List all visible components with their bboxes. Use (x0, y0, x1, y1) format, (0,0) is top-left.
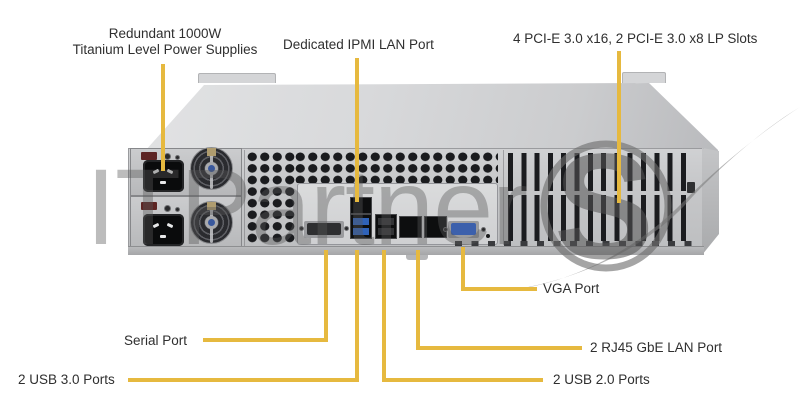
label-ipmi: Dedicated IPMI LAN Port (283, 37, 434, 52)
label-lan: 2 RJ45 GbE LAN Port (590, 340, 723, 355)
psu-screw (164, 205, 171, 212)
panel-seam (503, 150, 504, 245)
inlet-pin (160, 235, 166, 238)
psu-warning-label (141, 202, 157, 210)
vent-grid-top (294, 151, 498, 183)
callout-usb3-line-h (128, 378, 359, 382)
vga-port-pins (451, 223, 476, 235)
label-psu: Redundant 1000W Titanium Level Power Sup… (55, 26, 275, 57)
fan-sticker (207, 148, 216, 156)
callout-serial-line-v (324, 250, 328, 342)
chassis-top-cover (145, 83, 718, 153)
vga-screw-left (443, 227, 448, 232)
fan-hub-sticker (208, 165, 215, 172)
callout-pcie-line (617, 51, 621, 203)
label-vga: VGA Port (543, 281, 600, 296)
psu-warning-label (141, 152, 157, 160)
callout-lan-line-h (416, 346, 582, 350)
callout-psu-line (161, 64, 165, 171)
panel-seam (244, 150, 245, 246)
serial-screw-right (344, 226, 349, 231)
label-psu-line1: Redundant 1000W (108, 26, 222, 41)
psu-screw (175, 155, 180, 160)
label-usb3: 2 USB 3.0 Ports (18, 372, 115, 387)
pcie-slot-row-bottom (508, 195, 694, 241)
watermark-text: ITPartner (86, 146, 528, 267)
fan-hub-sticker (208, 219, 215, 226)
fan-sticker (207, 202, 216, 210)
callout-lan-line-v (416, 250, 420, 350)
callout-vga-line-h (461, 287, 537, 291)
callout-usb2-line-h (382, 378, 543, 382)
callout-usb3-line-v (355, 250, 359, 382)
usb2-port-top (378, 218, 394, 225)
callout-usb2-line-v (382, 250, 386, 382)
usb3-port-top (353, 218, 369, 225)
chassis-right-side (702, 148, 719, 255)
label-usb2: 2 USB 2.0 Ports (553, 372, 650, 387)
vga-screw-right (481, 227, 486, 232)
chassis-lid-tab-left (198, 73, 276, 83)
psu-power-inlet-2 (143, 214, 184, 246)
label-psu-line2: Titanium Level Power Supplies (72, 41, 258, 57)
lan-port-1 (399, 216, 422, 238)
chassis-lid-tab-right (622, 72, 666, 83)
usb3-ports (350, 214, 372, 239)
vent-grid-left (246, 151, 296, 244)
callout-vga-line-v (461, 247, 465, 291)
callout-serial-line-h (203, 338, 328, 342)
usb2-ports (375, 214, 397, 239)
inlet-pin (160, 181, 166, 184)
label-serial: Serial Port (124, 333, 188, 348)
chassis-latch (687, 182, 695, 193)
callout-ipmi-line (355, 58, 359, 202)
psu-screw (175, 207, 180, 212)
pcie-slot-row-top (508, 153, 694, 191)
usb3-port-bottom (353, 228, 369, 235)
serial-screw-left (299, 226, 304, 231)
serial-port-pins (307, 223, 341, 235)
label-pcie: 4 PCI-E 3.0 x16, 2 PCI-E 3.0 x8 LP Slots (513, 31, 758, 46)
mount-hole (486, 234, 490, 238)
usb2-port-bottom (378, 228, 394, 235)
